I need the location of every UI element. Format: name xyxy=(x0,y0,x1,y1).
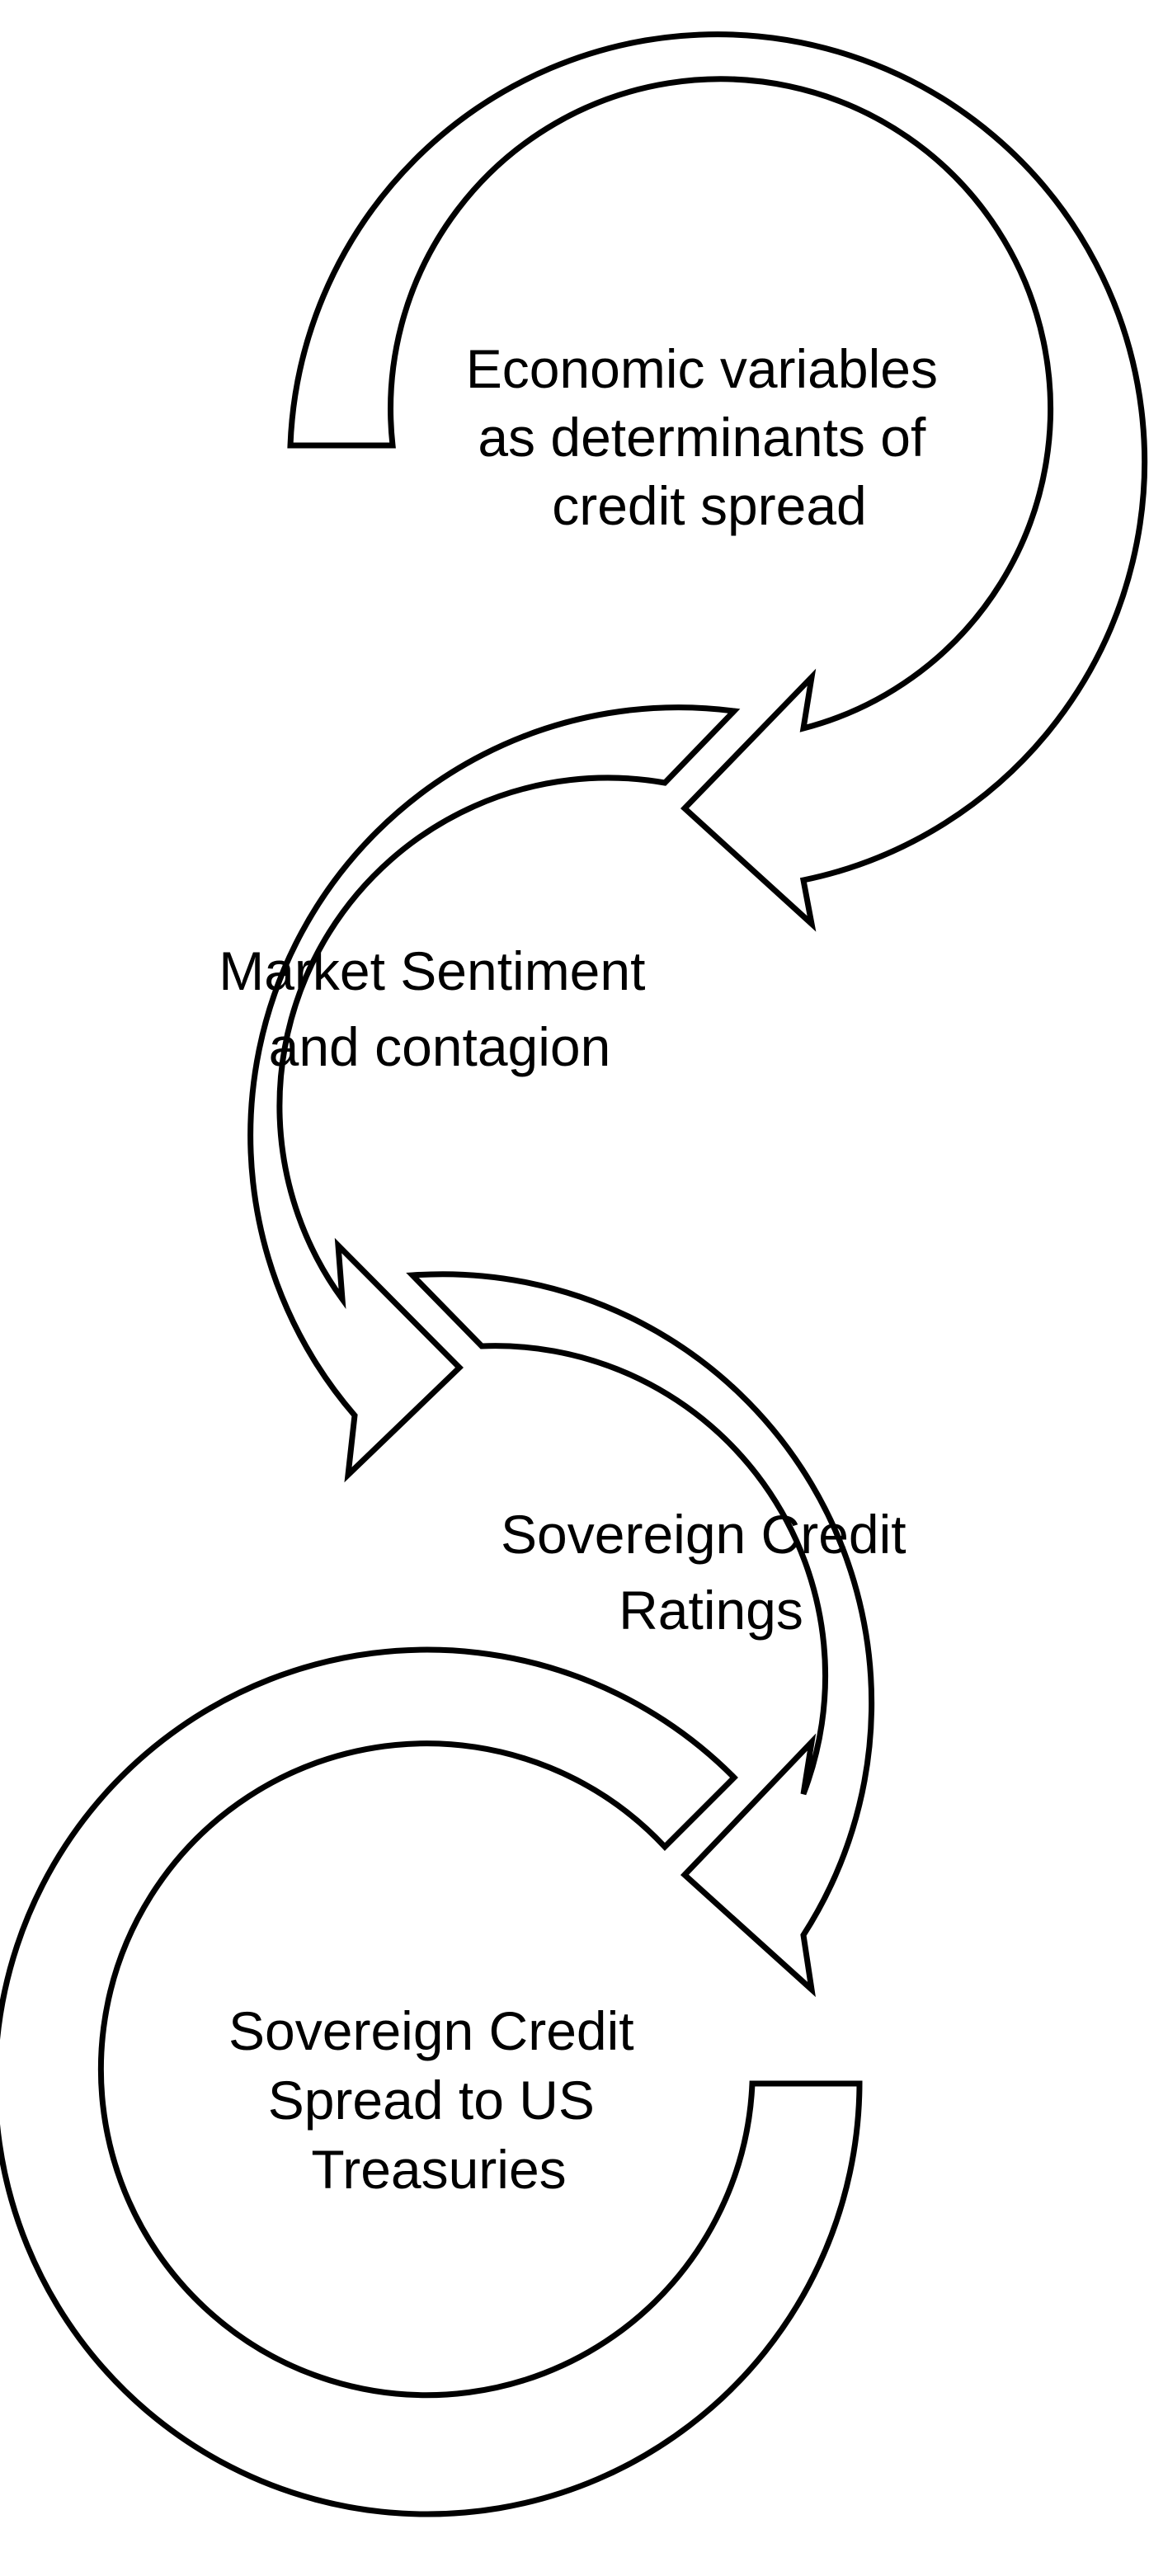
stage-3-label: Sovereign Credit Ratings xyxy=(501,1504,921,1641)
stage-4-line-1: Sovereign Credit xyxy=(228,2000,634,2061)
stage-3-line-1: Sovereign Credit xyxy=(501,1504,906,1565)
stage-2-circular-arrow xyxy=(247,704,741,1483)
stage-3-line-2: Ratings xyxy=(619,1580,803,1641)
stage-1-label: Economic variables as determinants of cr… xyxy=(466,338,954,536)
stage-1-line-2: as determinants of xyxy=(478,407,926,468)
stage-4-line-2: Spread to US xyxy=(268,2070,595,2131)
stage-1-line-3: credit spread xyxy=(552,475,867,536)
stage-1-circular-arrow xyxy=(287,31,1148,932)
stage-1-line-1: Economic variables xyxy=(466,338,938,399)
stage-2-line-2: and contagion xyxy=(269,1016,611,1077)
stage-4-line-3: Treasuries xyxy=(311,2139,566,2200)
stage-4-circular-arrow xyxy=(0,1646,863,2517)
stage-2-line-1: Market Sentiment xyxy=(219,940,645,1001)
stage-3-circular-arrow xyxy=(406,1271,875,1998)
stage-2-label: Market Sentiment and contagion xyxy=(219,940,661,1077)
stage-4-label: Sovereign Credit Spread to US Treasuries xyxy=(228,2000,649,2200)
